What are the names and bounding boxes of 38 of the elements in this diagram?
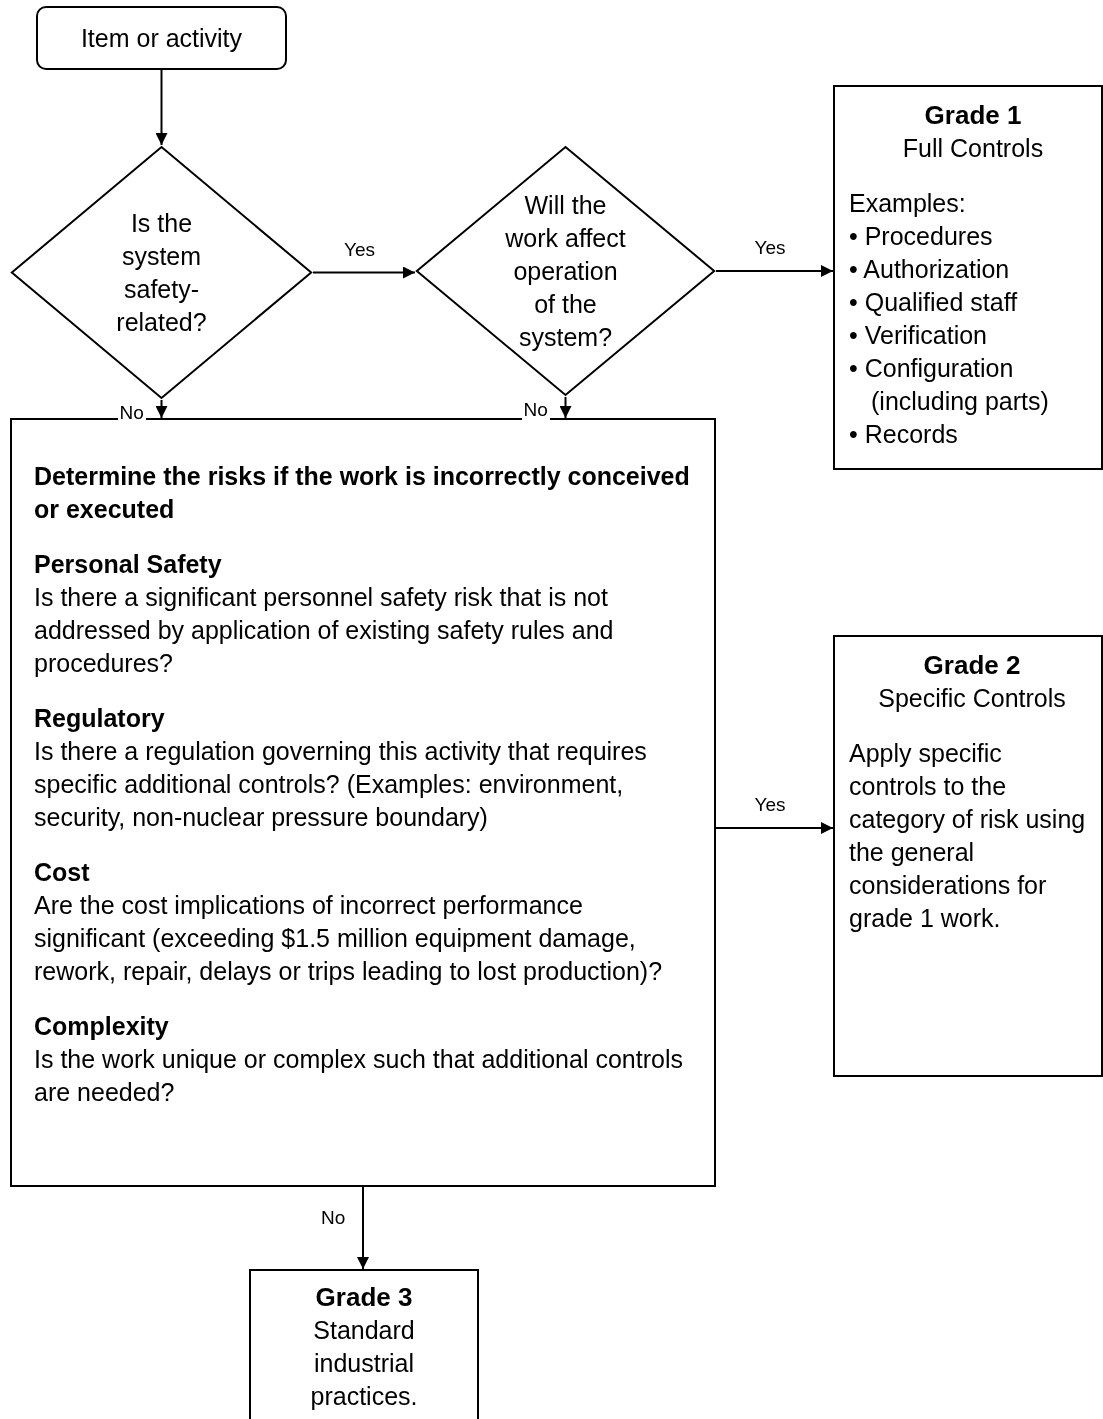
node-text: Is the work unique or complex such that additional controls are needed? [34,1044,684,1108]
section-heading: Personal Safety [34,549,223,580]
process-box [10,418,716,1187]
arrow [155,399,168,419]
node-text: Standard industrial practices. [309,1315,419,1412]
node-text: Examples: [849,188,967,219]
node-text: Apply specific controls to the category of risk using the general considerations for grade 1 work. [849,738,1087,934]
section-heading: Complexity [34,1011,170,1042]
section-heading: Determine the risks if the work is incorrectly conceived or executed [34,461,691,525]
start-terminal [36,6,287,70]
node-text: Full Controls [901,133,1045,164]
bullet-item: • Authorization [849,254,1011,285]
arrow [312,266,416,279]
bullet-item: • Records [849,419,959,450]
arrow [715,265,834,277]
bullet-item: • Verification [849,320,988,351]
section-heading: Cost [34,857,91,888]
grade-heading: Grade 3 [314,1281,414,1314]
node-text: Is there a regulation governing this activity that requires specific additional controls? (Examples: environment, security, non-nuclear pressure boundary) [34,736,648,833]
grade-heading: Grade 2 [922,649,1022,682]
node-text: Is there a significant personnel safety risk that is not addressed by application of existing safety rules and procedures? [34,582,615,679]
bullet-item: • Procedures [849,221,994,252]
bullet-item: • Qualified staff [849,287,1019,318]
section-heading: Regulatory [34,703,166,734]
node-text: Specific Controls [877,683,1067,714]
arrow [357,1186,369,1270]
arrow [559,396,572,419]
bullet-item: • Configuration (including parts) [849,353,1050,417]
node-text: Are the cost implications of incorrect performance significant (exceeding $1.5 million equipment damage, rework, repair, delays or trips leading to lost production)? [34,890,664,987]
arrow [715,822,834,834]
node-text: Will the work affect operation of the system? [504,189,627,353]
grade-heading: Grade 1 [923,99,1023,132]
node-text: Is the system safety-related? [115,207,208,338]
process-box [833,635,1103,1077]
arrow [155,69,168,146]
process-box [249,1269,479,1419]
node-text: Item or activity [79,23,244,54]
process-box [833,85,1103,470]
